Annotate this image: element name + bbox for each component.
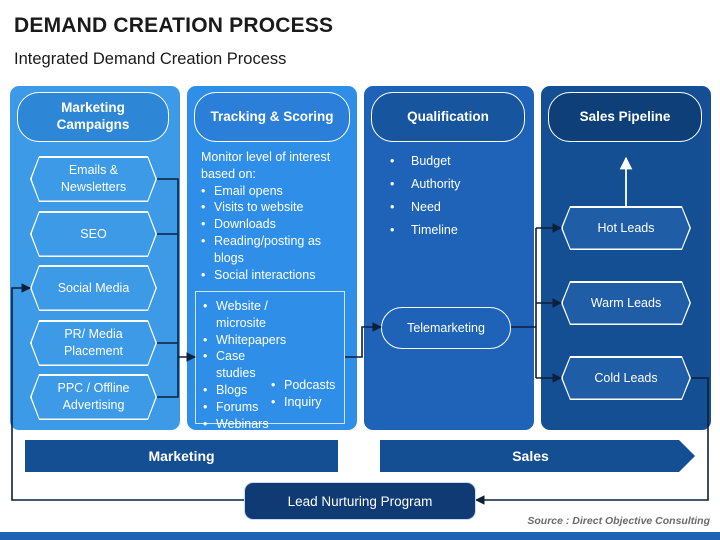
campaign-item-social-media: Social Media: [30, 265, 157, 311]
qualification-bullet: Need: [390, 196, 460, 219]
marketing-campaigns-column: [10, 86, 180, 430]
cold-to-nurture-connector: [475, 377, 709, 505]
channel-item: Website / microsite: [203, 298, 283, 332]
lead-nurturing-program-node: Lead Nurturing Program: [244, 482, 476, 520]
campaign-item-ppc: PPC / Offline Advertising: [30, 374, 157, 420]
tracking-scoring-heading: Tracking & Scoring: [194, 92, 350, 142]
campaign-item-label: SEO: [32, 213, 156, 256]
channel-item: Webinars: [203, 416, 283, 433]
campaign-item-label: PPC / Offline Advertising: [32, 376, 156, 419]
channel-item: Inquiry: [271, 394, 343, 411]
campaign-item-emails: Emails & Newsletters: [30, 156, 157, 202]
tracking-bullet: Email opens: [201, 183, 349, 200]
campaign-item-seo: SEO: [30, 211, 157, 257]
channel-item: Blogs: [203, 382, 283, 399]
qualification-heading: Qualification: [371, 92, 525, 142]
campaign-item-pr: PR/ Media Placement: [30, 320, 157, 366]
lead-hot: Hot Leads: [561, 206, 691, 250]
tracking-intro: Monitor level of interest based on:: [201, 150, 331, 181]
campaign-item-label: Social Media: [32, 267, 156, 310]
channel-item: Forums: [203, 399, 283, 416]
campaign-item-label: PR/ Media Placement: [32, 322, 156, 365]
sales-pipeline-heading: Sales Pipeline: [548, 92, 702, 142]
lead-label: Warm Leads: [563, 283, 690, 324]
lead-warm: Warm Leads: [561, 281, 691, 325]
sales-banner: Sales: [380, 440, 695, 472]
tracking-to-telemarketing-arrow: [345, 322, 382, 358]
qualification-column: [364, 86, 534, 430]
tracking-bullet: Downloads: [201, 216, 349, 233]
bottom-accent-bar: [0, 532, 720, 540]
campaign-item-label: Emails & Newsletters: [32, 158, 156, 201]
channel-item: Case studies: [203, 348, 283, 382]
page-subtitle: Integrated Demand Creation Process: [14, 50, 287, 68]
lead-label: Hot Leads: [563, 208, 690, 249]
page-title: DEMAND CREATION PROCESS: [14, 14, 334, 37]
source-note: Source : Direct Objective Consulting: [527, 515, 710, 527]
telemarketing-node: Telemarketing: [381, 307, 511, 349]
tracking-bullet: Social interactions: [201, 267, 349, 284]
nurture-to-social-connector: [11, 283, 244, 501]
lead-label: Cold Leads: [563, 358, 690, 399]
tracking-bullet: Visits to website: [201, 199, 349, 216]
lead-cold: Cold Leads: [561, 356, 691, 400]
qualification-bullet: Budget: [390, 150, 460, 173]
campaign-connector: [157, 178, 179, 398]
marketing-banner: Marketing: [25, 440, 338, 472]
qualification-bullet: Authority: [390, 173, 460, 196]
tracking-criteria: Monitor level of interest based on: Emai…: [201, 149, 349, 283]
channels-list-left: Website / microsite Whitepapers Case stu…: [203, 298, 286, 433]
marketing-campaigns-heading: Marketing Campaigns: [17, 92, 169, 142]
qualification-bullet: Timeline: [390, 219, 460, 242]
tracking-bullet: Reading/posting as blogs: [201, 233, 349, 267]
channel-item: Whitepapers: [203, 332, 286, 349]
qualification-criteria: Budget Authority Need Timeline: [390, 150, 460, 242]
channel-item: Podcasts: [271, 377, 343, 394]
channels-list-right: Podcasts Inquiry: [271, 377, 343, 411]
